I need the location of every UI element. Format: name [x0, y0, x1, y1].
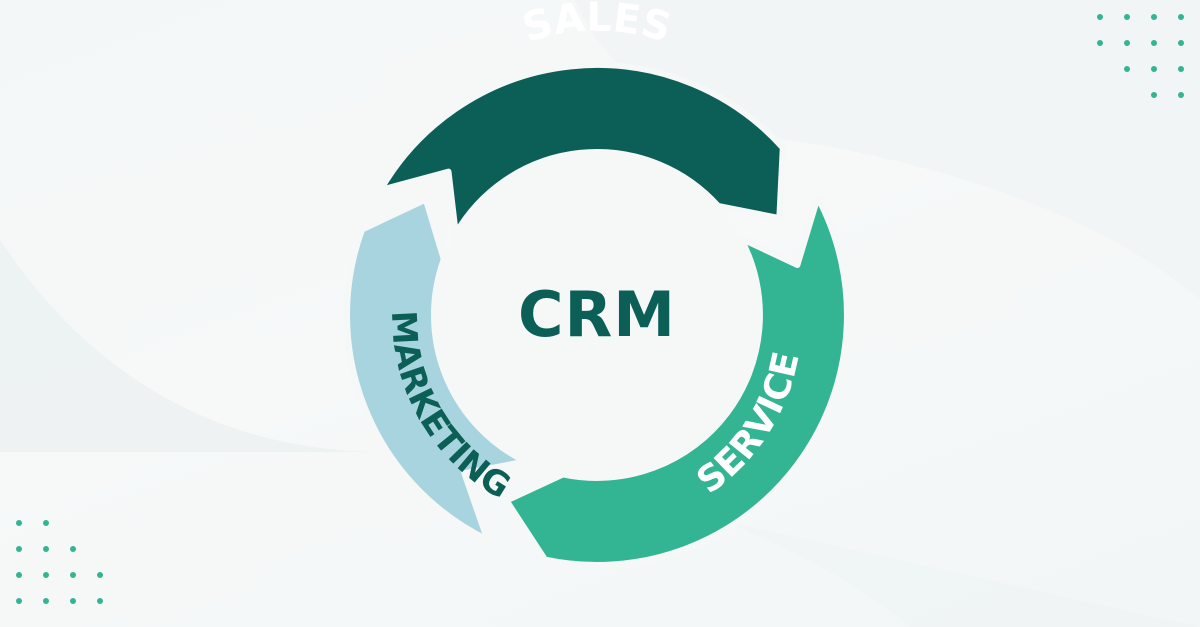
segment-service [503, 194, 850, 568]
dot [97, 572, 103, 578]
dot [1124, 14, 1130, 20]
dot [70, 572, 76, 578]
dot [70, 598, 76, 604]
dot [43, 546, 49, 552]
dot [1178, 40, 1184, 46]
dot [1151, 66, 1157, 72]
dot-grid-bottom-left [16, 520, 103, 604]
dot [43, 598, 49, 604]
dot-grid-top-right [1097, 14, 1184, 98]
dot [97, 598, 103, 604]
dot [70, 546, 76, 552]
dot [1151, 92, 1157, 98]
dot [43, 572, 49, 578]
dot [1124, 40, 1130, 46]
dot [1178, 14, 1184, 20]
dot [1124, 66, 1130, 72]
center-label-crm: CRM [518, 278, 676, 351]
segment-marketing [344, 196, 529, 543]
inner-circle [434, 152, 760, 478]
dot [1097, 14, 1103, 20]
dot [1151, 40, 1157, 46]
segment-label-sales: SALES [518, 0, 676, 52]
dot [16, 520, 22, 526]
dot [1151, 14, 1157, 20]
dot [16, 546, 22, 552]
dot [1178, 66, 1184, 72]
dot [1097, 40, 1103, 46]
dot [1178, 92, 1184, 98]
dot [43, 520, 49, 526]
dot [16, 598, 22, 604]
dot [16, 572, 22, 578]
segment-sales [377, 61, 786, 237]
